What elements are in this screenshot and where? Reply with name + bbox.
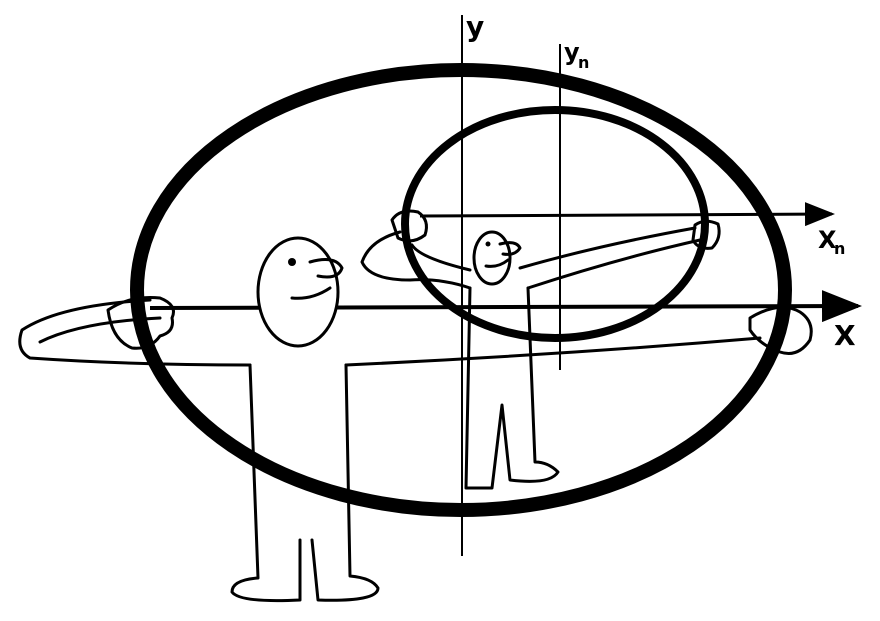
small-figure-body [464,286,560,490]
large-right-hand [748,305,813,355]
small-head [472,230,512,286]
large-mouth [290,286,332,300]
large-eye [288,258,296,266]
small-left-hand [390,209,428,243]
large-nose [308,258,344,279]
large-figure-body [230,363,380,603]
small-right-hand [691,219,721,250]
large-ellipse [130,63,792,517]
small-figure [360,209,721,290]
yn-axis-label: y [564,38,580,66]
x-axis-label: X [834,319,856,352]
x-axis [149,290,862,323]
large-left-hand [106,296,175,350]
xn-axis-label: X [818,226,837,254]
large-head [256,236,340,348]
yn-axis-subscript: n [578,53,589,72]
y-axis-label: y [466,10,484,43]
large-figure [18,236,813,367]
xn-axis-subscript: n [834,239,845,258]
small-ellipse [401,106,709,342]
